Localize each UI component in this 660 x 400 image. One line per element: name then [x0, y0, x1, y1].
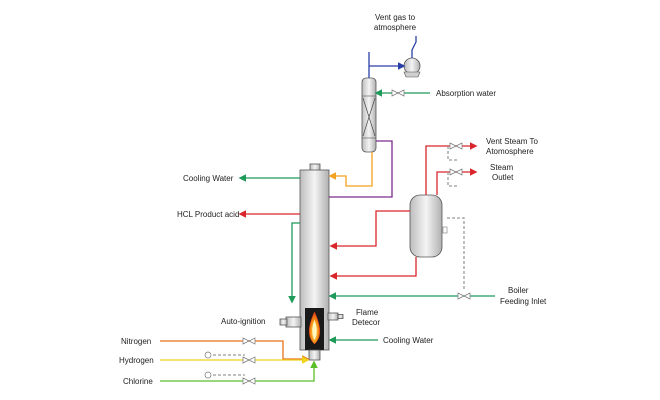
flame-detector-label-line2: Detecor	[352, 318, 380, 327]
steam-drum	[409, 194, 448, 258]
hydrogen-label: Hydrogen	[119, 356, 154, 365]
cooling-water-top-label: Cooling Water	[183, 174, 234, 183]
absorption-column	[361, 77, 377, 153]
chlorine-label: Chlorine	[123, 377, 153, 386]
flame-detector-label-line1: Flame	[356, 308, 379, 317]
vent-gas-label-line1: Vent gas to	[375, 13, 416, 22]
furnace-to-column-line	[329, 140, 393, 198]
vent-steam-label-line2: Atomosphere	[486, 147, 534, 156]
auto-ignition-label: Auto-ignition	[221, 317, 265, 326]
nitrogen-label: Nitrogen	[121, 337, 151, 346]
boiler-feeding-label-line1: Boiler	[508, 286, 529, 295]
hcl-product-acid-label: HCL Product acid	[177, 210, 239, 219]
flame	[309, 311, 320, 345]
absorption-water-label: Absorption water	[436, 89, 496, 98]
flame-detector	[327, 312, 344, 321]
valves	[204, 89, 471, 385]
auto-ignition-device	[279, 316, 302, 328]
instrument-lines	[213, 146, 465, 376]
steam-outlet-label-line1: Steam	[490, 163, 513, 172]
vent-steam-label-line1: Vent Steam To	[486, 137, 538, 146]
steam-outlet-label-line2: Outlet	[492, 173, 514, 182]
boiler-feeding-label-line2: Feeding Inlet	[500, 297, 547, 306]
vent-fan	[403, 57, 421, 78]
vent-gas-lines	[368, 36, 417, 78]
column-to-furnace-line	[328, 152, 373, 187]
feed-lines	[160, 340, 318, 382]
cooling-water-bottom-label: Cooling Water	[383, 336, 434, 345]
steam-lines	[329, 142, 478, 280]
vent-gas-label-line2: atmosphere	[374, 23, 417, 32]
